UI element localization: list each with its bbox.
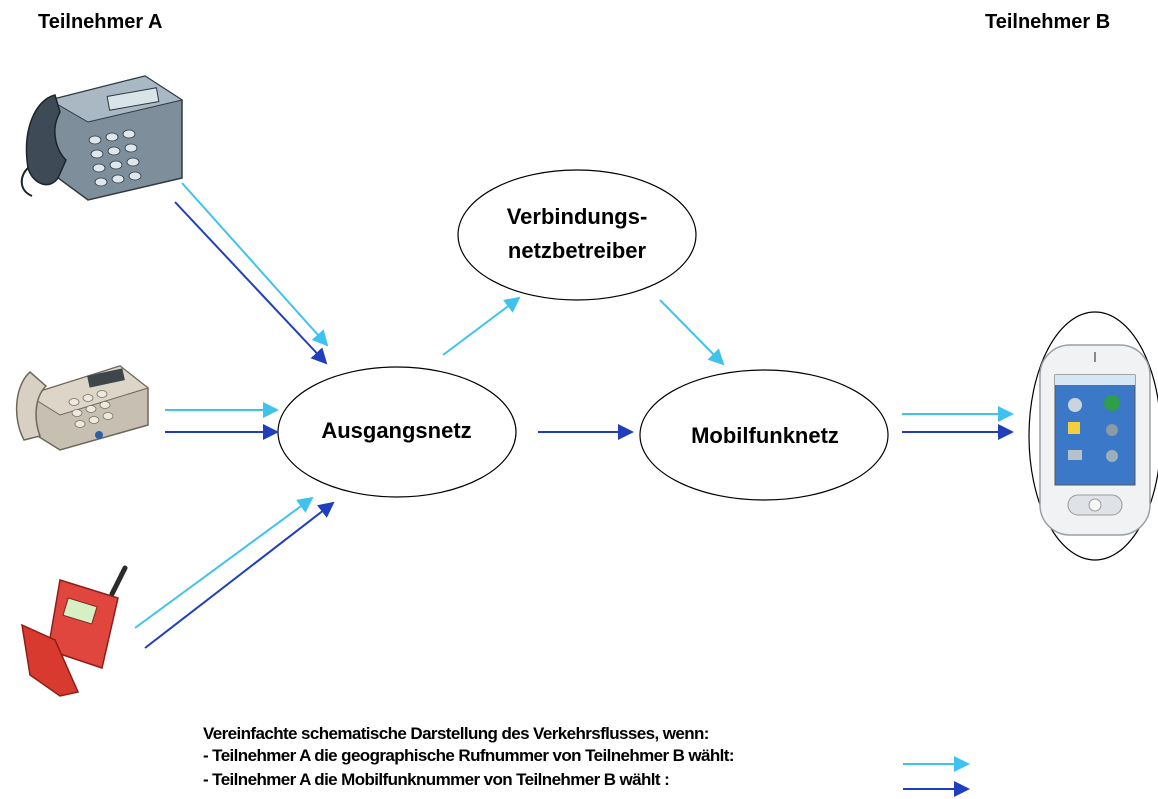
participant-a-title: Teilnehmer A xyxy=(38,11,163,33)
legend-geographic-label: - Teilnehmer A die geographische Rufnumm… xyxy=(203,746,735,765)
verbindungsnetz-label-line1: Verbindungs- xyxy=(506,204,648,229)
verbindungsnetz-label: Verbindungs- netzbetreiber xyxy=(458,200,696,268)
mobile-arrow xyxy=(144,501,335,649)
landline-phone-icon xyxy=(15,365,150,451)
mobile-arrow xyxy=(174,201,328,365)
geographic-arrow xyxy=(442,296,521,356)
verbindungsnetz-label-line2: netzbetreiber xyxy=(507,238,647,263)
participant-b-title: Teilnehmer B xyxy=(985,11,1111,33)
verbindungsnetz-node xyxy=(457,169,697,301)
geographic-arrow xyxy=(134,496,314,629)
ausgangsnetz-label: Ausgangsnetz xyxy=(321,418,472,443)
legend-mobile-label: - Teilnehmer A die Mobilfunknummer von T… xyxy=(203,770,670,789)
legend-title: Vereinfachte schematische Darstellung de… xyxy=(203,724,709,743)
mobilfunknetz-node xyxy=(639,369,889,501)
smartphone-icon xyxy=(1039,344,1151,536)
mobilfunknetz-label: Mobilfunknetz xyxy=(691,423,839,448)
geographic-arrow xyxy=(659,299,725,366)
desk-phone-icon xyxy=(20,75,184,201)
mobile-flip-phone-icon xyxy=(21,565,128,697)
geographic-arrow xyxy=(181,182,329,347)
